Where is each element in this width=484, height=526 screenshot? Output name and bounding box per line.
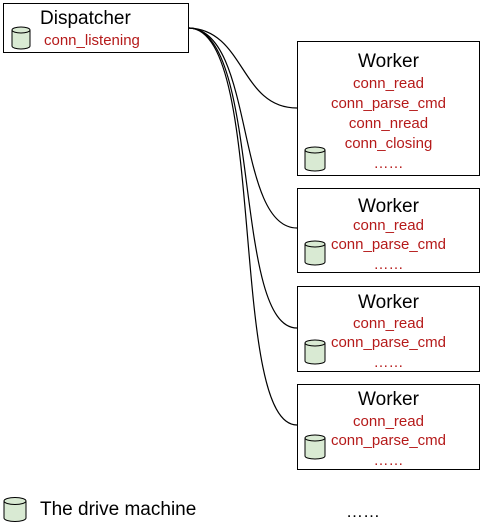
worker-box-4: Worker conn_read conn_parse_cmd …… (297, 384, 480, 470)
worker-title: Worker (358, 51, 419, 72)
worker-title: Worker (358, 196, 419, 217)
dispatcher-title: Dispatcher (40, 8, 131, 29)
connector-to-worker-3 (188, 27, 298, 329)
connector-to-worker-2 (188, 27, 298, 229)
legend-label: The drive machine (40, 499, 197, 520)
worker-box-1: Worker conn_read conn_parse_cmd conn_nre… (297, 41, 480, 176)
state-conn-parse-cmd: conn_parse_cmd (330, 334, 447, 351)
connector-to-worker-1 (188, 27, 298, 109)
state-more: …… (373, 354, 404, 371)
worker-box-3: Worker conn_read conn_parse_cmd …… (297, 286, 480, 372)
state-conn-parse-cmd: conn_parse_cmd (330, 236, 447, 253)
connector-to-worker-4 (188, 27, 298, 426)
state-conn-read: conn_read (353, 217, 424, 234)
dispatcher-box: Dispatcher conn_listening (3, 3, 189, 53)
drive-machine-icon (304, 146, 326, 172)
state-conn-closing: conn_closing (344, 135, 433, 152)
state-conn-read: conn_read (353, 315, 424, 332)
drive-machine-icon (304, 339, 326, 365)
state-conn-parse-cmd: conn_parse_cmd (330, 95, 447, 112)
state-conn-read: conn_read (353, 75, 424, 92)
drive-machine-icon (304, 240, 326, 266)
state-more: …… (373, 452, 404, 469)
legend-drive-machine-icon (3, 497, 27, 522)
state-conn-listening: conn_listening (44, 32, 140, 49)
drive-machine-icon (11, 26, 31, 50)
state-more: …… (373, 256, 404, 273)
state-conn-parse-cmd: conn_parse_cmd (330, 432, 447, 449)
more-workers-ellipsis: …… (346, 502, 380, 521)
drive-machine-icon (304, 434, 326, 460)
state-more: …… (373, 155, 404, 172)
state-conn-read: conn_read (353, 413, 424, 430)
worker-title: Worker (358, 292, 419, 313)
state-conn-nread: conn_nread (348, 115, 429, 132)
worker-title: Worker (358, 389, 419, 410)
worker-box-2: Worker conn_read conn_parse_cmd …… (297, 188, 480, 273)
